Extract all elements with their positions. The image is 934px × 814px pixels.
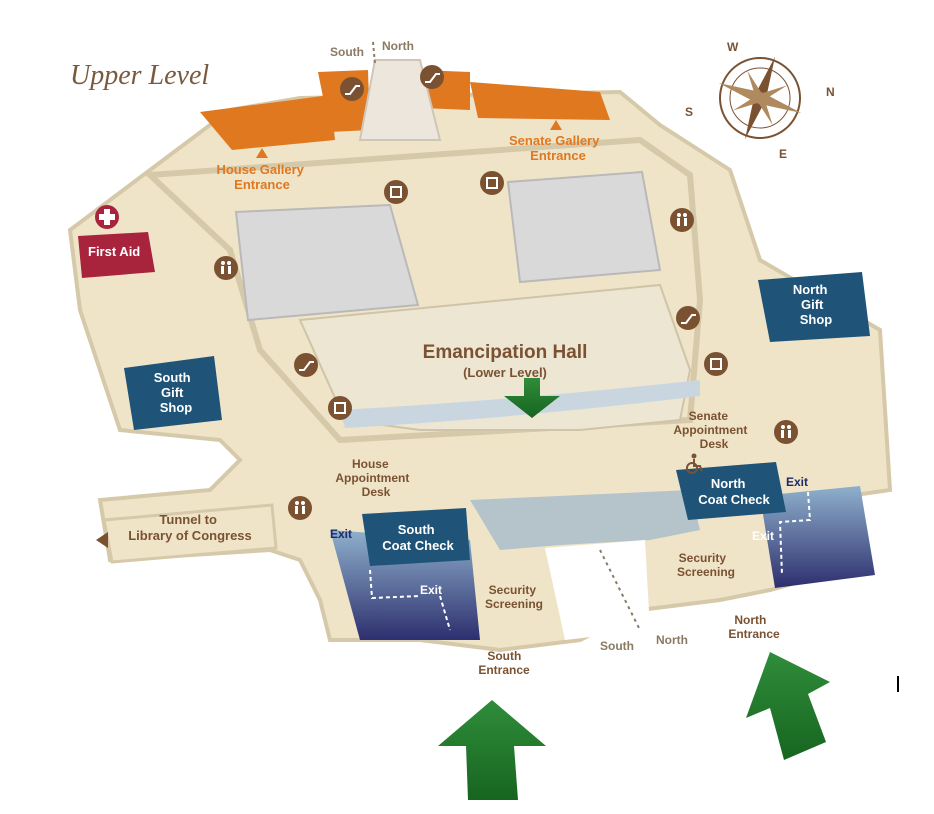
tunnel-arrow-icon <box>96 532 108 548</box>
compass-west-label: W <box>727 40 739 54</box>
senate-appointment-desk-label: Senate Appointment Desk <box>673 409 750 451</box>
north-coat-check <box>676 462 786 520</box>
tunnel-corridor <box>102 503 278 564</box>
compass-east-label: E <box>779 147 787 161</box>
elevator-icon <box>480 171 504 195</box>
top-north-label: North <box>382 39 414 53</box>
interior-walls <box>142 136 704 444</box>
atrium-block-east <box>506 170 662 284</box>
north-exit-route <box>778 491 812 576</box>
bottom-north-label: North <box>656 633 688 647</box>
tunnel-label: Tunnel to Library of Congress <box>128 512 252 543</box>
south-gift-shop-label: South Gift Shop <box>154 370 194 415</box>
bottom-south-label: South <box>600 639 634 653</box>
compass-north-label: N <box>826 85 835 99</box>
emancipation-hall-label: Emancipation Hall <box>423 342 588 363</box>
north-gift-shop-label: North Gift Shop <box>793 282 832 327</box>
south-exit-route <box>369 569 451 631</box>
south-coat-check <box>362 508 470 566</box>
north-security-label: Security Screening <box>677 551 735 579</box>
escalator-icon <box>676 306 700 330</box>
down-arrow <box>504 378 560 418</box>
senate-gallery-entrance-label: Senate Gallery Entrance <box>509 133 603 163</box>
north-coat-check-label: North Coat Check <box>698 476 770 507</box>
escalator-icon <box>340 77 364 101</box>
senate-gallery-marker <box>550 120 562 130</box>
north-entrance-arrow <box>746 652 830 760</box>
house-appointment-desk-label: House Appointment Desk <box>335 457 412 499</box>
lower-level-label: (Lower Level) <box>463 365 547 380</box>
house-gallery-entrance-label: House Gallery Entrance <box>216 162 307 192</box>
senate-gallery-area <box>470 82 610 120</box>
top-south-label: South <box>330 45 364 59</box>
compass-south-label: S <box>685 105 693 119</box>
compass-rose-icon <box>718 56 802 140</box>
atrium-block-west <box>234 203 420 322</box>
exit-label-south-inner: Exit <box>420 583 442 597</box>
north-gift-shop <box>758 272 870 342</box>
bottom-divider <box>599 549 641 631</box>
exit-label-north-inner: Exit <box>752 529 774 543</box>
central-screening-zone <box>470 490 700 550</box>
exit-label-south-outer: Exit <box>330 527 352 541</box>
south-entrance-label: South Entrance <box>478 649 530 677</box>
exit-label-north-outer: Exit <box>786 475 808 489</box>
central-stairs <box>358 59 442 141</box>
accessible-icon <box>686 453 703 474</box>
south-entrance-arrow <box>438 700 546 800</box>
escalator-icon <box>294 353 318 377</box>
top-divider <box>372 41 376 65</box>
elevator-icon <box>384 180 408 204</box>
elevator-icon <box>704 352 728 376</box>
first-aid-room <box>78 232 155 278</box>
map-title: Upper Level <box>70 60 209 91</box>
first-aid-label: First Aid <box>88 244 140 259</box>
south-gift-shop <box>124 356 222 430</box>
entry-plaza <box>545 540 650 640</box>
house-gallery-marker <box>256 148 268 158</box>
north-exit-zone <box>760 486 875 588</box>
elevator-icon <box>328 396 352 420</box>
restroom-icon <box>288 496 312 520</box>
south-security-label: Security Screening <box>485 583 543 611</box>
south-coat-check-label: South Coat Check <box>382 522 454 553</box>
house-gallery-area <box>200 95 335 150</box>
restroom-icon <box>214 256 238 280</box>
restroom-icon <box>774 420 798 444</box>
north-entrance-label: North Entrance <box>728 613 780 641</box>
escalator-icon <box>420 65 444 89</box>
restroom-icon <box>670 208 694 232</box>
